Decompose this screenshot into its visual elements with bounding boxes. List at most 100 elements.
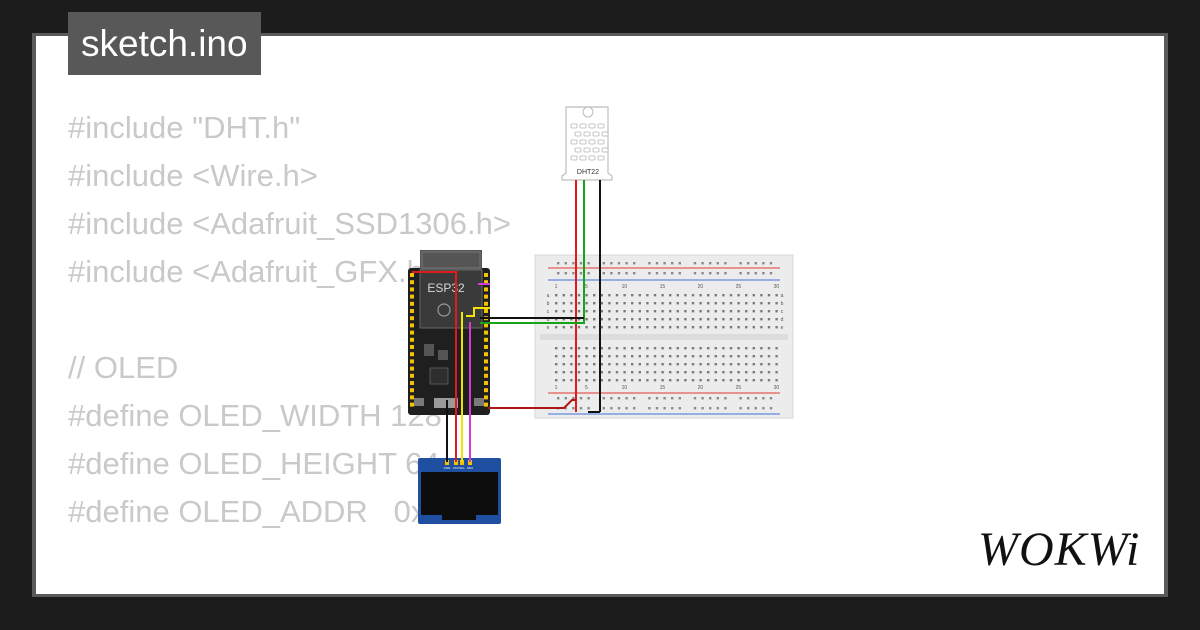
terminal-hole[interactable] bbox=[707, 355, 710, 358]
rail-hole[interactable] bbox=[762, 397, 765, 400]
terminal-hole[interactable] bbox=[714, 302, 717, 305]
terminal-hole[interactable] bbox=[593, 363, 596, 366]
terminal-hole[interactable] bbox=[745, 347, 748, 350]
terminal-hole[interactable] bbox=[653, 294, 657, 297]
terminal-hole[interactable] bbox=[714, 379, 717, 382]
terminal-hole[interactable] bbox=[669, 363, 672, 366]
terminal-hole[interactable] bbox=[714, 318, 717, 321]
rail-hole[interactable] bbox=[572, 262, 575, 265]
terminal-hole[interactable] bbox=[669, 310, 672, 313]
rail-hole[interactable] bbox=[617, 397, 621, 400]
header-pin[interactable] bbox=[410, 330, 414, 335]
rail-hole[interactable] bbox=[754, 262, 757, 265]
terminal-hole[interactable] bbox=[593, 302, 596, 305]
terminal-hole[interactable] bbox=[608, 318, 611, 321]
terminal-hole[interactable] bbox=[577, 379, 581, 382]
terminal-hole[interactable] bbox=[775, 294, 778, 297]
terminal-hole[interactable] bbox=[600, 310, 603, 313]
header-pin[interactable] bbox=[484, 373, 488, 378]
terminal-hole[interactable] bbox=[570, 310, 573, 313]
header-pin[interactable] bbox=[484, 337, 488, 342]
rail-hole[interactable] bbox=[739, 272, 742, 275]
terminal-hole[interactable] bbox=[585, 318, 588, 321]
terminal-hole[interactable] bbox=[767, 379, 771, 382]
terminal-hole[interactable] bbox=[767, 326, 771, 329]
rail-hole[interactable] bbox=[557, 272, 560, 275]
terminal-hole[interactable] bbox=[707, 347, 710, 350]
terminal-hole[interactable] bbox=[555, 363, 558, 366]
terminal-hole[interactable] bbox=[562, 347, 565, 350]
terminal-hole[interactable] bbox=[767, 318, 771, 321]
terminal-hole[interactable] bbox=[593, 355, 596, 358]
rail-hole[interactable] bbox=[633, 262, 636, 265]
rail-hole[interactable] bbox=[655, 407, 659, 410]
rail-hole[interactable] bbox=[610, 397, 613, 400]
terminal-hole[interactable] bbox=[699, 355, 702, 358]
terminal-hole[interactable] bbox=[615, 326, 619, 329]
terminal-hole[interactable] bbox=[585, 347, 588, 350]
terminal-hole[interactable] bbox=[669, 302, 672, 305]
terminal-hole[interactable] bbox=[577, 318, 581, 321]
terminal-hole[interactable] bbox=[653, 326, 657, 329]
terminal-hole[interactable] bbox=[722, 326, 725, 329]
rail-hole[interactable] bbox=[602, 397, 605, 400]
header-pin[interactable] bbox=[410, 402, 414, 407]
header-pin[interactable] bbox=[410, 345, 414, 349]
terminal-hole[interactable] bbox=[608, 326, 611, 329]
terminal-hole[interactable] bbox=[745, 302, 748, 305]
rail-hole[interactable] bbox=[693, 407, 697, 410]
rail-hole[interactable] bbox=[747, 397, 750, 400]
terminal-hole[interactable] bbox=[767, 363, 771, 366]
terminal-hole[interactable] bbox=[775, 363, 778, 366]
terminal-hole[interactable] bbox=[669, 355, 672, 358]
terminal-hole[interactable] bbox=[745, 310, 748, 313]
rail-hole[interactable] bbox=[739, 397, 742, 400]
header-pin[interactable] bbox=[484, 388, 488, 393]
rail-hole[interactable] bbox=[648, 262, 651, 265]
terminal-hole[interactable] bbox=[631, 294, 634, 297]
terminal-hole[interactable] bbox=[638, 294, 641, 297]
terminal-hole[interactable] bbox=[638, 318, 641, 321]
terminal-hole[interactable] bbox=[684, 371, 687, 374]
terminal-hole[interactable] bbox=[577, 310, 581, 313]
terminal-hole[interactable] bbox=[699, 318, 702, 321]
terminal-hole[interactable] bbox=[638, 326, 641, 329]
terminal-hole[interactable] bbox=[638, 379, 641, 382]
terminal-hole[interactable] bbox=[714, 355, 717, 358]
rail-hole[interactable] bbox=[663, 407, 666, 410]
terminal-hole[interactable] bbox=[653, 310, 657, 313]
rail-hole[interactable] bbox=[663, 262, 666, 265]
terminal-hole[interactable] bbox=[623, 371, 626, 374]
rail-hole[interactable] bbox=[671, 272, 674, 275]
rail-hole[interactable] bbox=[716, 272, 719, 275]
terminal-hole[interactable] bbox=[585, 363, 588, 366]
rail-hole[interactable] bbox=[633, 397, 636, 400]
rail-hole[interactable] bbox=[625, 272, 628, 275]
terminal-hole[interactable] bbox=[638, 347, 641, 350]
terminal-hole[interactable] bbox=[653, 363, 657, 366]
terminal-hole[interactable] bbox=[615, 310, 619, 313]
terminal-hole[interactable] bbox=[661, 355, 664, 358]
header-pin[interactable] bbox=[410, 352, 414, 357]
terminal-hole[interactable] bbox=[676, 379, 679, 382]
rail-hole[interactable] bbox=[648, 272, 651, 275]
rail-hole[interactable] bbox=[655, 397, 659, 400]
terminal-hole[interactable] bbox=[615, 318, 619, 321]
terminal-hole[interactable] bbox=[585, 371, 588, 374]
rail-hole[interactable] bbox=[701, 407, 704, 410]
terminal-hole[interactable] bbox=[646, 318, 649, 321]
terminal-hole[interactable] bbox=[623, 318, 626, 321]
terminal-hole[interactable] bbox=[631, 371, 634, 374]
terminal-hole[interactable] bbox=[760, 347, 763, 350]
terminal-hole[interactable] bbox=[775, 326, 778, 329]
terminal-hole[interactable] bbox=[691, 318, 695, 321]
rail-hole[interactable] bbox=[564, 262, 567, 265]
terminal-hole[interactable] bbox=[661, 294, 664, 297]
terminal-hole[interactable] bbox=[669, 318, 672, 321]
header-pin[interactable] bbox=[484, 280, 488, 285]
terminal-hole[interactable] bbox=[593, 294, 596, 297]
rail-hole[interactable] bbox=[648, 407, 651, 410]
rail-hole[interactable] bbox=[724, 262, 727, 265]
terminal-hole[interactable] bbox=[722, 302, 725, 305]
header-pin[interactable] bbox=[410, 366, 414, 371]
